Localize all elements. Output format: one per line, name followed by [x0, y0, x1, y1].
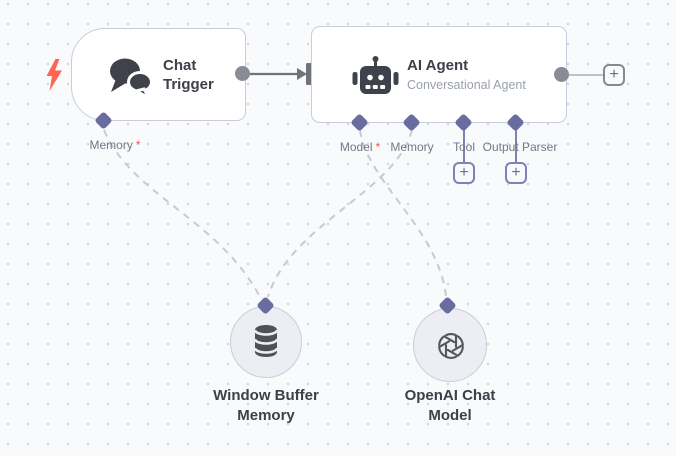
node-title: AI Agent	[407, 57, 469, 74]
ai-agent-node[interactable]: AI Agent Conversational Agent	[311, 26, 567, 123]
connection-chat-trigger-memory-to-window-buffer[interactable]	[103, 129, 261, 298]
add-tool-button[interactable]: +	[453, 162, 475, 184]
ai-agent-output-endpoint[interactable]	[554, 67, 569, 82]
plus-icon: +	[511, 164, 521, 181]
lightning-trigger-icon	[46, 59, 62, 91]
chat-trigger-node[interactable]: Chat Trigger	[71, 28, 246, 121]
window-buffer-memory-node[interactable]	[230, 306, 302, 378]
node-label: OpenAI Chat Model	[404, 387, 496, 424]
plus-icon: +	[609, 66, 619, 83]
port-label-tool: Tool	[452, 140, 476, 154]
required-asterisk: *	[375, 140, 381, 154]
connection-ai-agent-model-to-openai[interactable]	[359, 129, 447, 297]
connection-arrowhead-icon	[297, 68, 307, 80]
required-asterisk: *	[135, 138, 141, 152]
add-next-node-button[interactable]: +	[603, 64, 625, 86]
openai-logo-icon	[438, 333, 464, 359]
robot-icon	[352, 56, 399, 94]
plus-icon: +	[459, 164, 469, 181]
node-label: Window Buffer Memory	[213, 387, 319, 424]
node-title: Chat Trigger	[163, 57, 214, 93]
node-subtitle: Conversational Agent	[407, 78, 526, 92]
port-label-model: Model*	[339, 140, 381, 154]
port-label-memory: Memory	[390, 140, 434, 154]
chat-trigger-output-endpoint[interactable]	[235, 66, 250, 81]
openai-chat-model-node[interactable]	[413, 308, 487, 382]
port-label-output-parser: Output Parser	[482, 140, 558, 154]
port-label-memory: Memory*	[89, 138, 141, 152]
add-output-parser-button[interactable]: +	[505, 162, 527, 184]
chat-bubbles-icon	[110, 58, 153, 99]
connection-ai-agent-memory-to-window-buffer[interactable]	[267, 129, 413, 298]
database-icon	[253, 325, 279, 357]
